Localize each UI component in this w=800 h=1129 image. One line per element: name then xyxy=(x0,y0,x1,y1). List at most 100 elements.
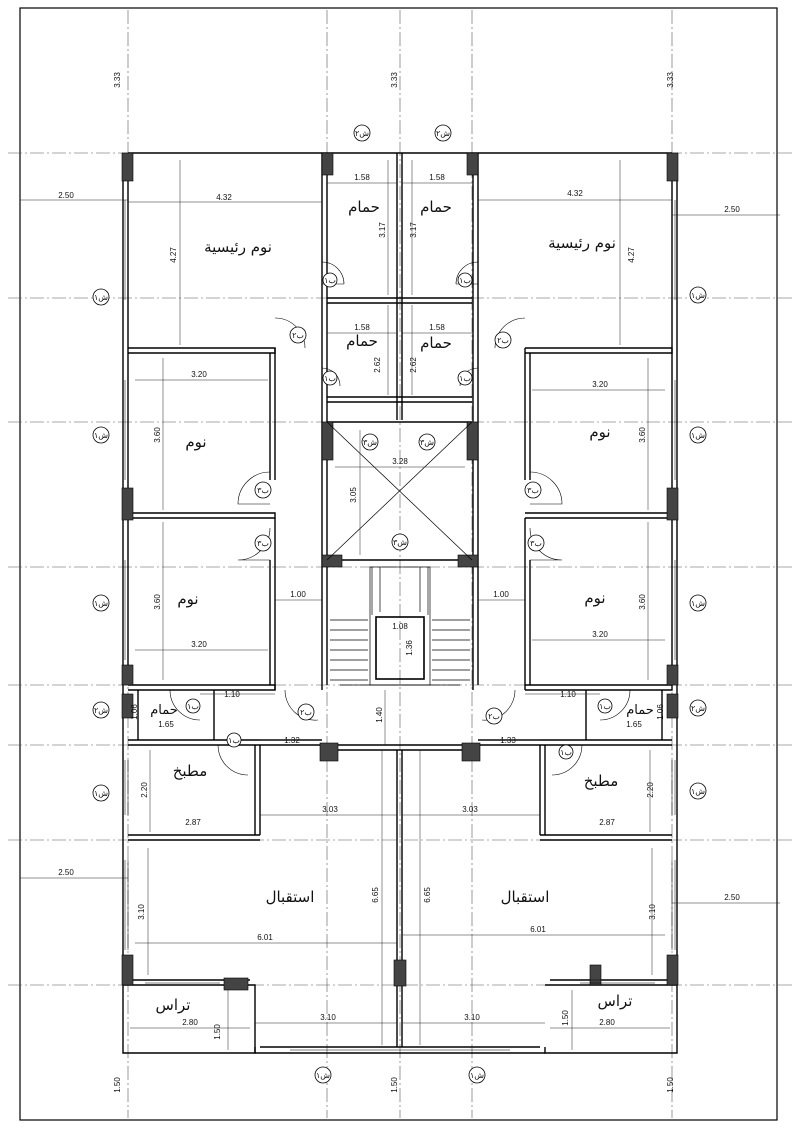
room-label: حمام xyxy=(420,198,452,216)
dimension-text: 3.03 xyxy=(462,805,478,814)
dimension-text: 3.33 xyxy=(113,72,122,88)
dimension-text: 3.10 xyxy=(137,904,146,920)
dimension-text: 2.50 xyxy=(724,205,740,214)
dimension-text: 1.50 xyxy=(213,1024,222,1040)
tag-marker: ب٢ xyxy=(485,707,503,725)
dimension-text: 2.62 xyxy=(409,357,418,373)
svg-text:ش١: ش١ xyxy=(94,789,108,798)
svg-text:ش٢: ش٢ xyxy=(436,129,450,138)
dimension-text: 2.50 xyxy=(58,868,74,877)
dimension-text: 3.33 xyxy=(390,72,399,88)
svg-text:ش١: ش١ xyxy=(94,599,108,608)
svg-text:ب٣: ب٣ xyxy=(257,539,269,548)
dimension-text: 2.80 xyxy=(182,1018,198,1027)
dimension-text: 1.33 xyxy=(500,736,516,745)
svg-text:ش٣: ش٣ xyxy=(420,438,434,447)
dimension-text: 3.60 xyxy=(153,427,162,443)
svg-text:ش٢: ش٢ xyxy=(355,129,369,138)
dimension-text: 6.65 xyxy=(371,887,380,903)
room-label: نوم رئيسية xyxy=(548,234,616,252)
tag-marker: ش١ xyxy=(689,286,707,304)
tag-marker: ب١ xyxy=(226,732,242,748)
dimension-text: 1.06 xyxy=(656,704,665,720)
dimension-text: 2.20 xyxy=(646,782,655,798)
dimension-text: 1.08 xyxy=(392,622,408,631)
dimension-text: 3.03 xyxy=(322,805,338,814)
tag-marker: ش٣ xyxy=(418,433,436,451)
dimension-text: 1.58 xyxy=(429,173,445,182)
svg-text:ش١: ش١ xyxy=(691,431,705,440)
tag-marker: ش١ xyxy=(314,1066,332,1084)
room-label: حمام xyxy=(348,198,380,216)
svg-text:ب٣: ب٣ xyxy=(527,486,539,495)
tag-marker: ش٣ xyxy=(361,433,379,451)
tag-marker: ب٣ xyxy=(254,534,272,552)
tag-marker: ب١ xyxy=(457,272,473,288)
dimension-text: 1.32 xyxy=(284,736,300,745)
room-label: نوم xyxy=(177,590,198,608)
svg-text:ب٢: ب٢ xyxy=(497,336,509,345)
tag-marker: ش١ xyxy=(92,288,110,306)
svg-text:ب١: ب١ xyxy=(459,374,471,383)
dimension-text: 6.01 xyxy=(257,933,273,942)
dimension-text: 3.10 xyxy=(648,904,657,920)
dimension-text: 1.50 xyxy=(113,1077,122,1093)
tag-marker: ب٢ xyxy=(297,703,315,721)
tag-marker: ب١ xyxy=(322,370,338,386)
element-tags: ش٢ ش٢ ش١ ش١ ب١ ب١ ب٢ ب٢ xyxy=(92,124,707,1084)
svg-text:ش١: ش١ xyxy=(470,1071,484,1080)
svg-text:ش٢: ش٢ xyxy=(691,704,705,713)
dimension-text: 4.32 xyxy=(567,189,583,198)
svg-text:ش١: ش١ xyxy=(94,431,108,440)
tag-marker: ش١ xyxy=(92,784,110,802)
dimension-text: 2.62 xyxy=(373,357,382,373)
dimension-text: 3.33 xyxy=(666,72,675,88)
svg-text:ش٣: ش٣ xyxy=(363,438,377,447)
svg-text:ب٢: ب٢ xyxy=(488,712,500,721)
room-label: تراس xyxy=(156,996,191,1014)
tag-marker: ب١ xyxy=(322,272,338,288)
tag-marker: ب١ xyxy=(185,698,201,714)
dimension-text: 1.58 xyxy=(354,173,370,182)
svg-text:ش٣: ش٣ xyxy=(393,538,407,547)
dimension-text: 1.58 xyxy=(429,323,445,332)
tag-marker: ب١ xyxy=(558,744,574,760)
tag-marker: ب١ xyxy=(457,370,473,386)
tag-marker: ش٢ xyxy=(353,124,371,142)
svg-text:ش١: ش١ xyxy=(691,291,705,300)
tag-marker: ش١ xyxy=(689,594,707,612)
tag-marker: ش٢ xyxy=(92,701,110,719)
tag-marker: ب٣ xyxy=(254,481,272,499)
dimension-text: 3.20 xyxy=(592,380,608,389)
svg-text:ش١: ش١ xyxy=(691,599,705,608)
dimension-text: 3.20 xyxy=(191,640,207,649)
tag-marker: ب١ xyxy=(597,698,613,714)
room-label: نوم xyxy=(185,433,206,451)
dimension-lines xyxy=(20,160,780,1050)
dimension-text: 1.65 xyxy=(158,720,174,729)
svg-text:ب١: ب١ xyxy=(324,276,336,285)
tag-marker: ش١ xyxy=(92,594,110,612)
dimension-text: 2.87 xyxy=(599,818,615,827)
room-label: مطبخ xyxy=(173,762,208,780)
sheet-border xyxy=(19,7,778,1121)
dimension-text: 6.01 xyxy=(530,925,546,934)
svg-text:ب٣: ب٣ xyxy=(257,486,269,495)
svg-text:ش٢: ش٢ xyxy=(94,706,108,715)
dimension-text: 1.06 xyxy=(130,704,139,720)
tag-marker: ش١ xyxy=(468,1066,486,1084)
dimension-text: 3.60 xyxy=(638,427,647,443)
dimension-text: 2.20 xyxy=(140,782,149,798)
room-label: استقبال xyxy=(501,888,550,906)
room-label: نوم رئيسية xyxy=(204,238,272,256)
dimension-text: 3.60 xyxy=(153,594,162,610)
svg-text:ب١: ب١ xyxy=(599,702,611,711)
dimension-text: 3.20 xyxy=(592,630,608,639)
dimension-text: 3.28 xyxy=(392,457,408,466)
svg-text:ب٣: ب٣ xyxy=(530,539,542,548)
dimension-text: 1.00 xyxy=(493,590,509,599)
dimension-text: 2.50 xyxy=(58,191,74,200)
dimension-text: 1.10 xyxy=(560,690,576,699)
svg-text:ش١: ش١ xyxy=(94,293,108,302)
